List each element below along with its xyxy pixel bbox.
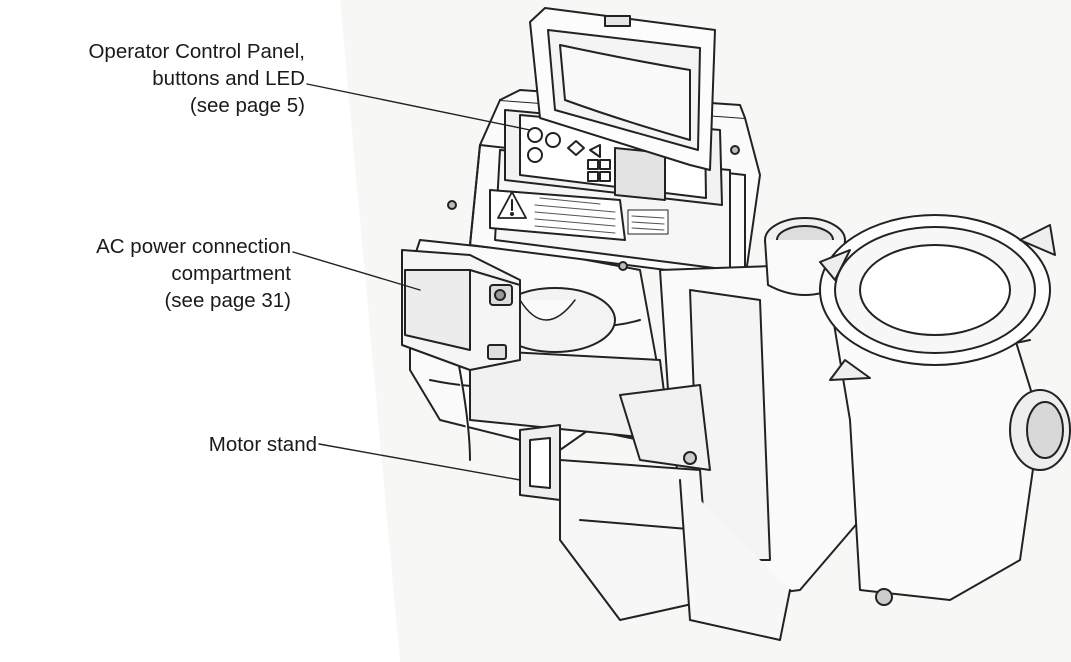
callout-control-panel: Operator Control Panel, buttons and LED … — [88, 38, 305, 119]
callout-line: (see page 5) — [189, 94, 305, 117]
callout-ac-compartment: AC power connection compartment (see pag… — [96, 233, 291, 314]
motor-stand — [519, 384, 791, 641]
callout-line: Motor stand — [208, 433, 317, 456]
leader-line-control-panel — [306, 83, 531, 131]
leader-lines — [292, 83, 531, 481]
panel-lid — [529, 7, 716, 171]
callout-motor-stand: Motor stand — [209, 431, 317, 458]
leader-line-ac-compartment — [292, 251, 421, 291]
callout-line: compartment — [171, 262, 291, 285]
leader-line-motor-stand — [318, 443, 521, 481]
callout-line: (see page 31) — [164, 289, 291, 312]
callout-line: Operator Control Panel, — [88, 40, 305, 63]
callout-line: buttons and LED — [152, 67, 305, 90]
callout-line: AC power connection — [96, 235, 291, 258]
ac-power-compartment — [401, 249, 521, 371]
